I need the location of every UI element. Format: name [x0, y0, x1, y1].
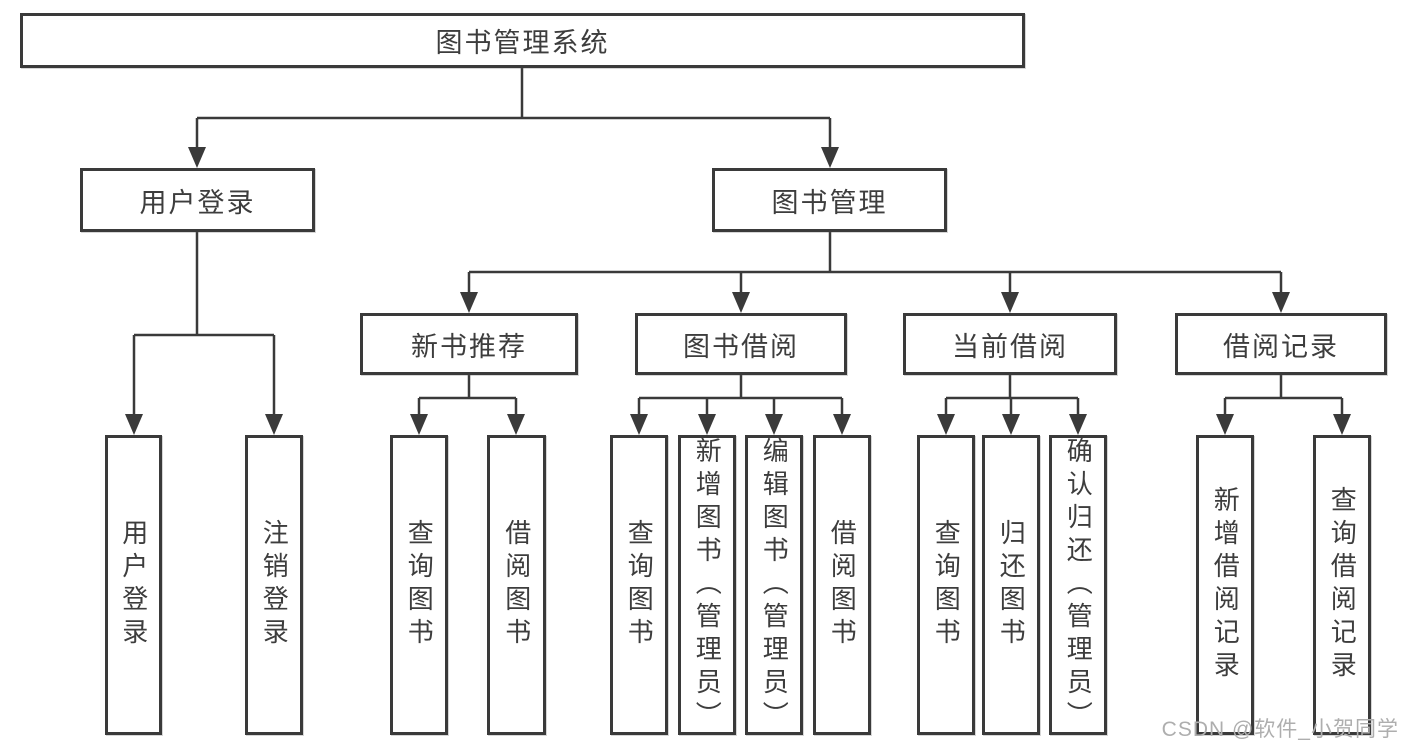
node-label: 注销登录 [259, 519, 290, 651]
node-leaf-query-books: 查询图书 [917, 435, 975, 735]
node-leaf-query-borrow-record: 查询借阅记录 [1313, 435, 1371, 735]
arrow-down-icon [732, 292, 750, 313]
node-library-system: 图书管理系统 [20, 13, 1025, 68]
node-label: 图书管理系统 [435, 28, 610, 58]
arrow-down-icon [765, 414, 783, 435]
node-leaf-user-login: 用户登录 [105, 435, 162, 735]
node-leaf-query-books: 查询图书 [610, 435, 668, 735]
arrowheads [125, 147, 1351, 435]
arrow-down-icon [125, 414, 143, 435]
node-user-login: 用户登录 [80, 168, 315, 232]
connector-newbook-to-leaves [417, 375, 518, 417]
node-leaf-return-books: 归还图书 [982, 435, 1040, 735]
node-label: 新增借阅记录 [1210, 486, 1241, 684]
node-leaf-confirm-return-admin: 确认归还（管理员） [1049, 435, 1107, 735]
arrow-down-icon [937, 414, 955, 435]
connector-userlogin-to-leaves [132, 232, 276, 417]
node-label: 确认归还（管理员） [1063, 436, 1094, 734]
node-leaf-add-borrow-record: 新增借阅记录 [1196, 435, 1254, 735]
node-leaf-query-books: 查询图书 [390, 435, 448, 735]
node-leaf-borrow-books: 借阅图书 [813, 435, 871, 735]
node-label: 借阅图书 [827, 519, 858, 651]
arrow-down-icon [1333, 414, 1351, 435]
csdn-watermark: CSDN @软件_小贺同学 [1161, 718, 1399, 741]
arrow-down-icon [821, 147, 839, 168]
node-borrowing-records: 借阅记录 [1175, 313, 1387, 375]
arrow-down-icon [1216, 414, 1234, 435]
node-label: 查询图书 [931, 519, 962, 651]
connector-bookmgmt-to-level3 [467, 232, 1283, 295]
node-new-book-recommend: 新书推荐 [360, 313, 578, 375]
node-current-borrowing: 当前借阅 [903, 313, 1117, 375]
node-label: 新书推荐 [411, 331, 527, 362]
node-book-borrowing: 图书借阅 [635, 313, 847, 375]
node-label: 查询借阅记录 [1327, 486, 1358, 684]
node-label: 当前借阅 [952, 331, 1068, 362]
arrow-down-icon [1069, 414, 1087, 435]
arrow-down-icon [410, 414, 428, 435]
arrow-down-icon [460, 292, 478, 313]
node-book-management: 图书管理 [712, 168, 947, 232]
node-label: 用户登录 [139, 187, 256, 218]
connector-records-to-leaves [1223, 375, 1344, 417]
arrow-down-icon [507, 414, 525, 435]
node-label: 用户登录 [118, 519, 149, 651]
node-label: 新增图书（管理员） [692, 436, 723, 734]
node-leaf-borrow-books: 借阅图书 [487, 435, 546, 735]
arrow-down-icon [265, 414, 283, 435]
node-label: 图书管理 [771, 187, 888, 218]
arrow-down-icon [630, 414, 648, 435]
connector-root-to-level2 [195, 68, 832, 150]
arrow-down-icon [698, 414, 716, 435]
connector-current-to-leaves [944, 375, 1080, 417]
arrow-down-icon [188, 147, 206, 168]
arrow-down-icon [833, 414, 851, 435]
node-label: 编辑图书（管理员） [759, 436, 790, 734]
arrow-down-icon [1272, 292, 1290, 313]
node-leaf-edit-books-admin: 编辑图书（管理员） [745, 435, 803, 735]
node-label: 查询图书 [624, 519, 655, 651]
arrow-down-icon [1002, 414, 1020, 435]
connector-borrow-to-leaves [637, 375, 844, 417]
node-label: 借阅记录 [1223, 331, 1339, 362]
node-leaf-logout: 注销登录 [245, 435, 303, 735]
node-label: 图书借阅 [683, 331, 799, 362]
arrow-down-icon [1001, 292, 1019, 313]
node-label: 查询图书 [404, 519, 435, 651]
node-leaf-add-books-admin: 新增图书（管理员） [678, 435, 736, 735]
node-label: 借阅图书 [501, 519, 532, 651]
node-label: 归还图书 [996, 519, 1027, 651]
